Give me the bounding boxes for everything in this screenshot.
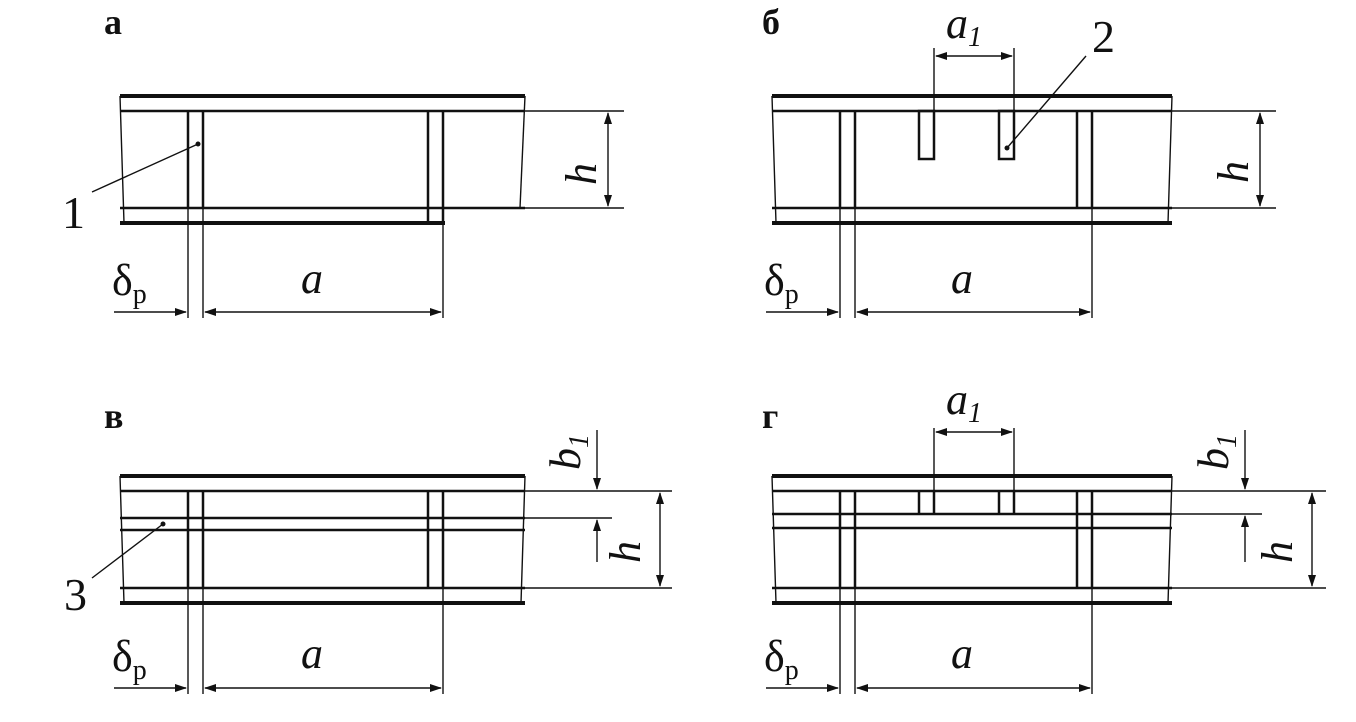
short-stiffener-g-1 [917,428,936,514]
span-dimension-v: a [204,629,442,692]
thickness-dimension-a: δp [112,256,187,316]
short-stiffener-b-1 [917,48,936,161]
panel-label-b: б [762,2,780,42]
stiffener-g-2 [1075,491,1094,694]
panel-g: г [762,375,1326,694]
short-span-dimension-b: a1 [935,0,1013,60]
short-span-label-b: a1 [946,0,982,53]
panel-b: б a1 [762,0,1276,318]
offset-label-g: b1 [1189,434,1243,470]
span-label-a: a [301,254,323,303]
thickness-label-b: δp [764,256,799,310]
girder-b [771,94,1173,225]
callout-a: 1 [62,141,201,238]
height-dimension-a: h [520,110,624,209]
callout-label-3: 3 [64,569,87,620]
stiffener-v-1 [186,491,205,694]
panel-label-v: в [104,396,123,436]
height-dimension-g: h [1253,492,1316,587]
short-stiffener-b-2 [997,48,1016,161]
height-label-g: h [1253,541,1302,563]
stiffener-v-2 [426,491,445,694]
panel-v: в b1 [64,396,672,694]
callout-label-1: 1 [62,187,85,238]
stiffener-a-1 [186,111,205,318]
thickness-label-g: δp [764,632,799,686]
callout-label-2: 2 [1092,11,1115,62]
offset-label-v: b1 [541,434,595,470]
span-dimension-g: a [856,629,1091,692]
thickness-dimension-b: δp [764,256,839,316]
offset-dimension-g: b1 [1172,430,1326,589]
height-label-b: h [1209,161,1258,183]
span-label-g: a [951,629,973,678]
stiffener-a-2 [426,111,445,318]
girder-v [119,474,526,605]
girder-a [119,94,526,225]
short-span-label-g: a1 [946,375,982,429]
stiffener-g-1 [838,491,857,694]
span-label-b: a [951,254,973,303]
height-dimension-b: h [1168,110,1276,209]
callout-b: 2 [1004,11,1115,151]
height-dimension-v: h [601,492,664,587]
span-label-v: a [301,629,323,678]
stiffener-b-1 [838,111,857,318]
thickness-dimension-g: δp [764,632,839,692]
short-stiffener-g-2 [997,428,1016,514]
panel-a: а h a [62,2,624,318]
thickness-label-v: δp [112,632,147,686]
thickness-label-a: δp [112,256,147,310]
span-dimension-a: a [204,254,442,316]
thickness-dimension-v: δp [112,632,187,692]
stiffener-b-2 [1075,111,1094,318]
span-dimension-b: a [856,254,1091,316]
callout-v: 3 [64,521,166,620]
panel-label-a: а [104,2,122,42]
panel-label-g: г [762,396,778,436]
height-label-v: h [601,541,650,563]
height-label-a: h [557,163,606,185]
girder-g [771,474,1173,605]
short-span-dimension-g: a1 [935,375,1013,436]
offset-dimension-v: b1 [525,430,672,589]
